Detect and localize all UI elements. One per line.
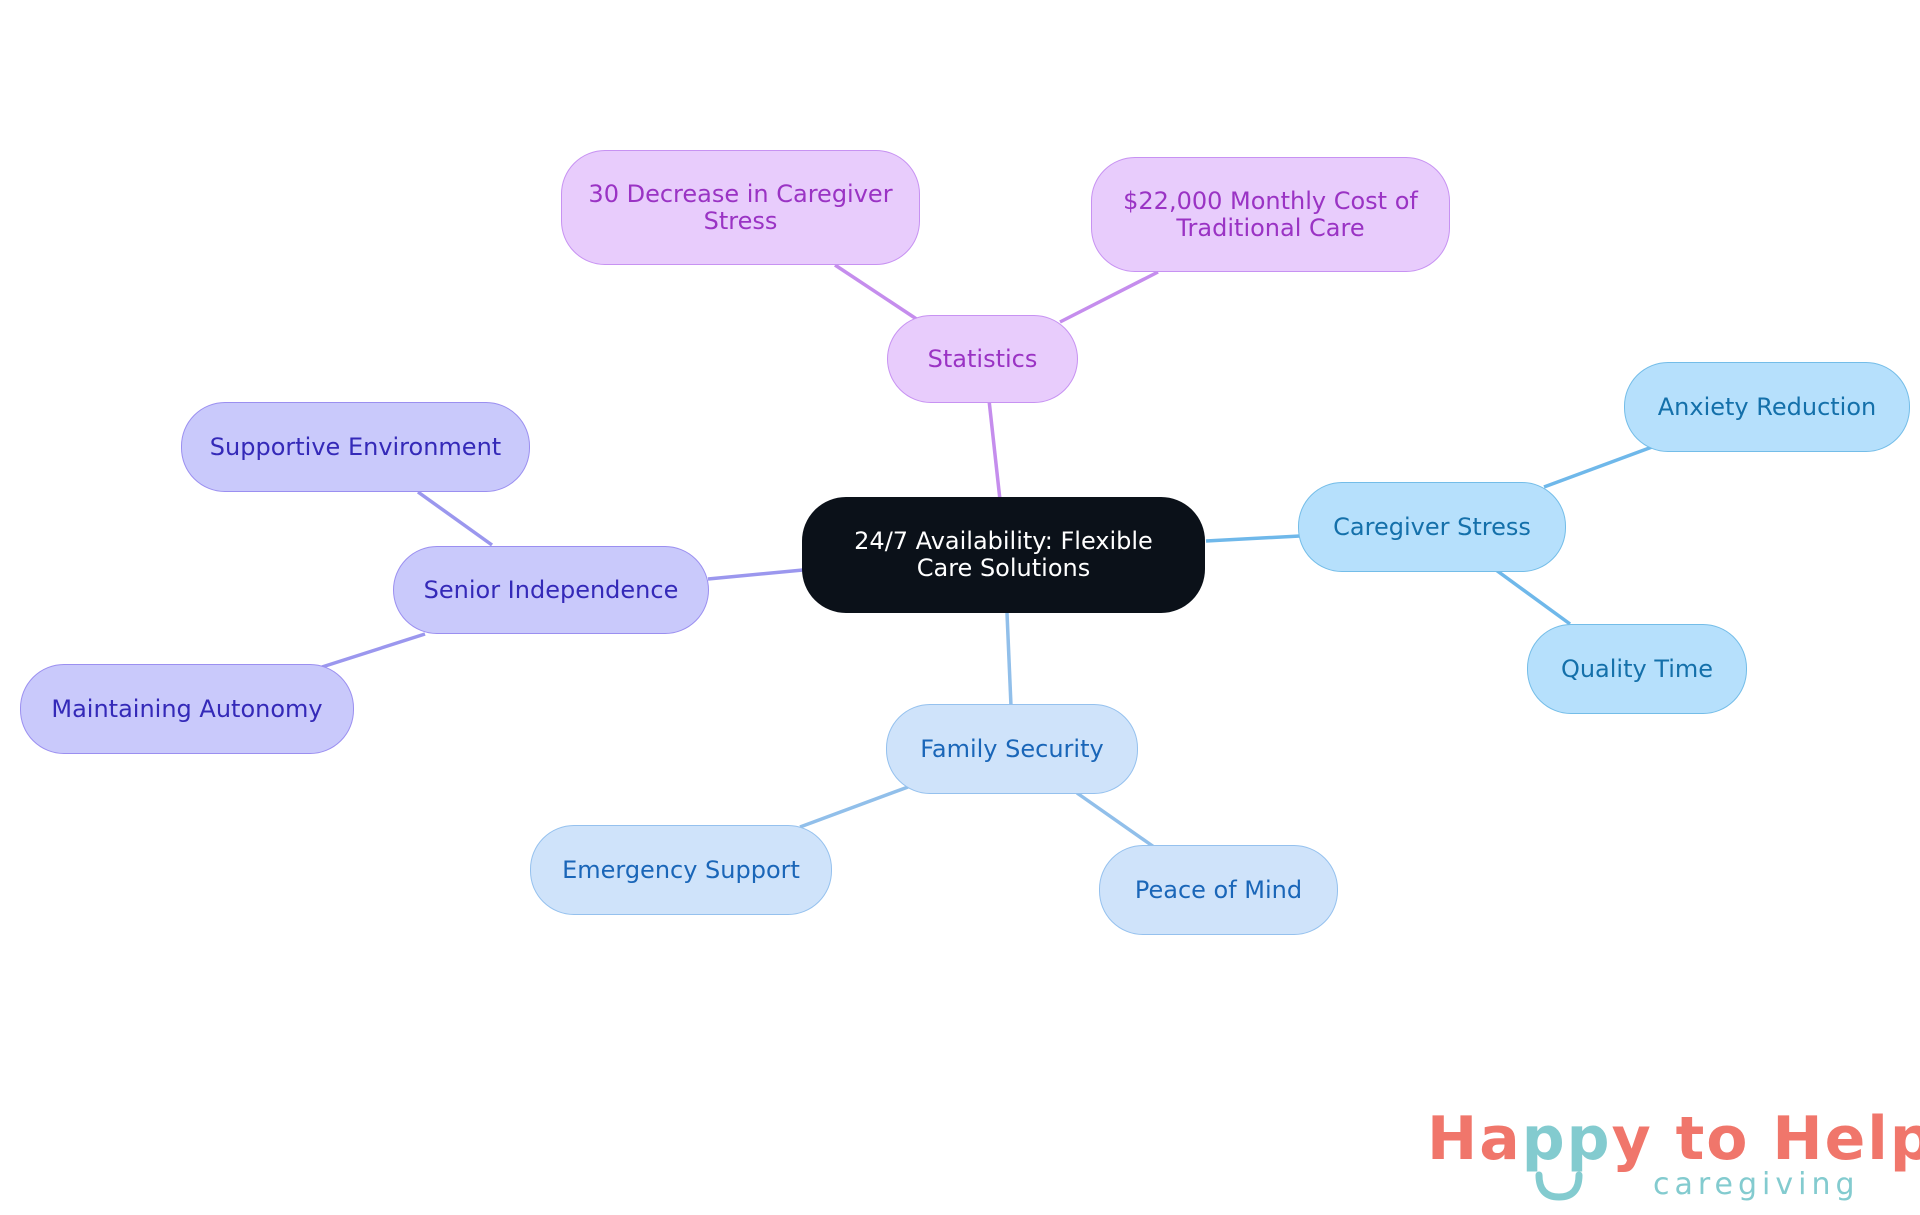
edge-independence-supportive bbox=[416, 490, 494, 547]
edge-root-family-security bbox=[1005, 612, 1013, 707]
edge-root-caregiver-stress bbox=[1205, 534, 1301, 543]
senior-independence-label: Senior Independence bbox=[423, 575, 679, 604]
edge-family-peace bbox=[1075, 791, 1156, 849]
statistics-label: Statistics bbox=[927, 344, 1038, 373]
node-caregiver-stress-decrease[interactable]: 30 Decrease in Caregiver Stress bbox=[561, 150, 920, 265]
maintaining-autonomy-label: Maintaining Autonomy bbox=[51, 694, 323, 723]
node-family-security[interactable]: Family Security bbox=[886, 704, 1138, 794]
emergency-support-label: Emergency Support bbox=[562, 855, 800, 884]
anxiety-reduction-label: Anxiety Reduction bbox=[1657, 392, 1877, 421]
node-caregiver-stress[interactable]: Caregiver Stress bbox=[1298, 482, 1566, 572]
node-anxiety-reduction[interactable]: Anxiety Reduction bbox=[1624, 362, 1910, 452]
node-emergency-support[interactable]: Emergency Support bbox=[530, 825, 832, 915]
logo-word-part-2: pp bbox=[1521, 1104, 1612, 1174]
caregiver-stress-label: Caregiver Stress bbox=[1333, 512, 1531, 541]
edge-family-emergency bbox=[799, 785, 909, 829]
monthly-cost-label: $22,000 Monthly Cost of Traditional Care bbox=[1123, 186, 1418, 242]
node-peace-of-mind[interactable]: Peace of Mind bbox=[1099, 845, 1338, 935]
logo-word-part-1: Ha bbox=[1427, 1104, 1522, 1174]
node-supportive-environment[interactable]: Supportive Environment bbox=[181, 402, 530, 492]
edge-statistics-monthly-cost bbox=[1059, 270, 1159, 324]
edge-independence-autonomy bbox=[321, 632, 426, 669]
stress-decrease-label: 30 Decrease in Caregiver Stress bbox=[588, 179, 893, 235]
family-security-label: Family Security bbox=[920, 734, 1104, 763]
edge-caregiver-anxiety bbox=[1543, 445, 1653, 489]
node-monthly-cost[interactable]: $22,000 Monthly Cost of Traditional Care bbox=[1091, 157, 1450, 272]
logo-tagline: caregiving bbox=[1653, 1167, 1860, 1202]
happy-to-help-logo: Happy to Help caregiving bbox=[1423, 1103, 1920, 1202]
node-statistics[interactable]: Statistics bbox=[887, 315, 1078, 403]
node-maintaining-autonomy[interactable]: Maintaining Autonomy bbox=[20, 664, 354, 754]
supportive-environment-label: Supportive Environment bbox=[209, 432, 502, 461]
node-senior-independence[interactable]: Senior Independence bbox=[393, 546, 709, 634]
peace-of-mind-label: Peace of Mind bbox=[1134, 875, 1303, 904]
edge-statistics-stress-decrease bbox=[834, 263, 919, 322]
smile-icon bbox=[1535, 1171, 1583, 1201]
root-node[interactable]: 24/7 Availability: Flexible Care Solutio… bbox=[802, 497, 1205, 613]
edge-root-senior-independence bbox=[707, 568, 804, 581]
logo-word-part-3: y to Help bbox=[1611, 1104, 1920, 1174]
node-quality-time[interactable]: Quality Time bbox=[1527, 624, 1747, 714]
root-label: 24/7 Availability: Flexible Care Solutio… bbox=[854, 527, 1153, 582]
edge-root-statistics bbox=[987, 399, 1002, 501]
logo-wordmark: Happy to Help bbox=[1427, 1103, 1920, 1175]
quality-time-label: Quality Time bbox=[1560, 654, 1714, 683]
edge-caregiver-quality bbox=[1494, 568, 1572, 626]
